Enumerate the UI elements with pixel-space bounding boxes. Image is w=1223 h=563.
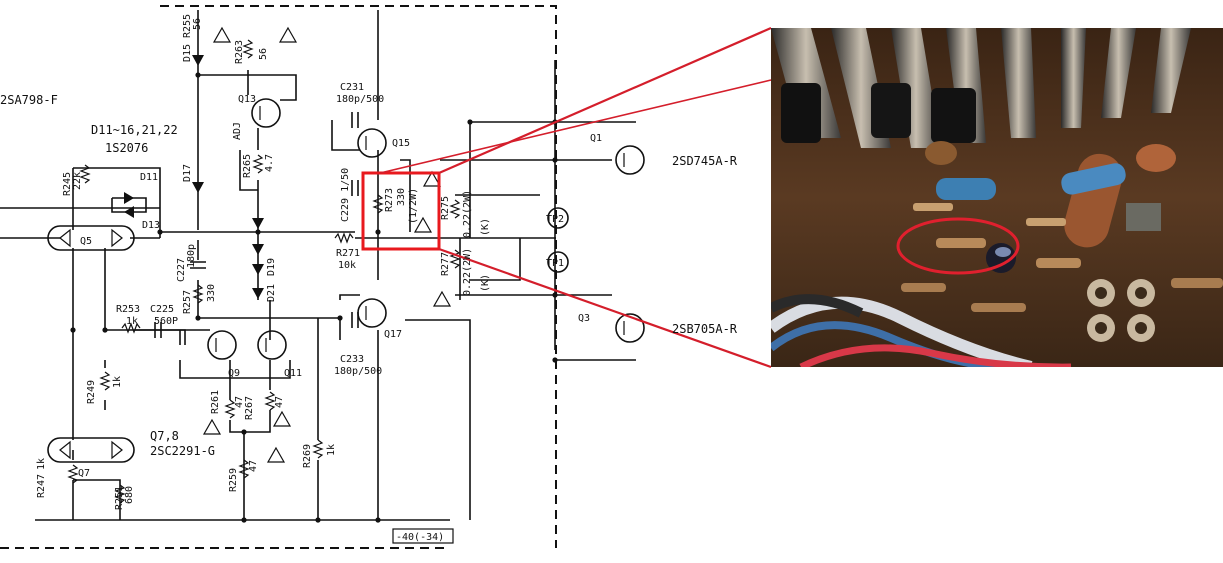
label-r259: R259 <box>228 468 239 492</box>
board-boundary <box>0 5 557 549</box>
label-r245-val: 22k <box>72 172 83 190</box>
label-q15: Q15 <box>392 138 410 149</box>
q7-symbol <box>47 437 135 463</box>
label-adj: ADJ <box>232 122 243 140</box>
label-r267-val: 47 <box>274 396 285 408</box>
label-q5: Q5 <box>80 236 92 247</box>
q5-symbol <box>47 225 135 251</box>
label-2sd745: 2SD745A-R <box>672 154 738 168</box>
label-1s2076: 1S2076 <box>105 141 148 155</box>
q3-symbol <box>615 313 645 343</box>
label-ref: -40(-34) <box>396 532 444 543</box>
warning-icons <box>202 26 452 463</box>
q1-symbol <box>615 145 645 175</box>
label-r275: R275 <box>440 196 451 220</box>
label-r257-val: 330 <box>206 284 217 302</box>
label-r255: R255 <box>182 14 193 38</box>
circuit-board-photo <box>771 28 1223 367</box>
label-r273: R273 <box>384 188 395 212</box>
label-r247: R247 <box>36 474 47 498</box>
label-c227-val: 180p <box>186 244 197 268</box>
label-c233-val: 180p/500 <box>334 366 382 377</box>
label-d19: D19 <box>266 258 277 276</box>
resistor-symbols <box>67 39 461 504</box>
label-q17: Q17 <box>384 329 402 340</box>
label-c231-val: 180p/500 <box>336 94 384 105</box>
label-r269-val: 1k <box>326 444 337 456</box>
callout-line-top <box>438 26 772 175</box>
highlight-callout <box>361 26 772 369</box>
label-r277: R277 <box>440 252 451 276</box>
label-r277-val: 0.22(2W) <box>462 248 473 296</box>
diode-symbols <box>111 55 264 299</box>
label-r271: R271 <box>336 248 360 259</box>
label-r257: R257 <box>182 290 193 314</box>
label-q13: Q13 <box>238 94 256 105</box>
label-q7: Q7 <box>78 468 90 479</box>
q15-symbol <box>357 128 387 158</box>
label-r263: R263 <box>234 40 245 64</box>
label-r249: R249 <box>86 380 97 404</box>
label-d15: D15 <box>182 44 193 62</box>
label-r259-val: 47 <box>248 460 259 472</box>
label-r269: R269 <box>302 444 313 468</box>
label-q78: Q7,8 <box>150 429 179 443</box>
label-d11-22: D11~16,21,22 <box>91 123 178 137</box>
label-r255-val: 56 <box>192 18 203 30</box>
label-r251-val: 680 <box>124 486 135 504</box>
label-d11: D11 <box>140 172 158 183</box>
junction-dots <box>70 72 558 523</box>
q9-symbol <box>207 330 237 360</box>
label-r267: R267 <box>244 396 255 420</box>
label-d21: D21 <box>266 284 277 302</box>
label-tp1: TP1 <box>546 258 564 269</box>
transistor-symbols <box>47 98 645 463</box>
label-r277-k: (K) <box>480 274 491 292</box>
callout-line-bottom <box>438 247 772 369</box>
label-r273-val: 330 <box>396 188 407 206</box>
q13-symbol <box>251 98 281 128</box>
label-c231: C231 <box>340 82 364 93</box>
label-r273-w: (1/2W) <box>408 188 419 224</box>
wiring <box>0 10 636 521</box>
label-r261: R261 <box>210 390 221 414</box>
highlight-box <box>361 171 441 251</box>
label-r253-val: 1k <box>126 316 138 327</box>
label-c227: C227 <box>176 258 187 282</box>
label-2sb705: 2SB705A-R <box>672 322 738 336</box>
label-r247-val: 1k <box>36 458 47 470</box>
label-c233: C233 <box>340 354 364 365</box>
q17-symbol <box>357 298 387 328</box>
label-r275-val: 0.22(2W) <box>462 190 473 238</box>
label-q1: Q1 <box>590 133 602 144</box>
label-r251: R251 <box>114 486 125 510</box>
label-r261-val: 47 <box>234 396 245 408</box>
q11-symbol <box>257 330 287 360</box>
highlight-ellipse <box>896 217 1020 275</box>
label-r265: R265 <box>242 154 253 178</box>
capacitor-symbols <box>154 112 359 338</box>
label-r245: R245 <box>62 172 73 196</box>
label-2sc2291: 2SC2291-G <box>150 444 215 458</box>
label-sa798: 2SA798-F <box>0 93 58 107</box>
label-c225-val: 560P <box>154 316 178 327</box>
label-r253: R253 <box>116 304 140 315</box>
label-r263-val: 56 <box>258 48 269 60</box>
callout-line-mid <box>379 79 772 174</box>
label-r275-k: (K) <box>480 218 491 236</box>
label-c225: C225 <box>150 304 174 315</box>
label-tp2: TP2 <box>546 214 564 225</box>
label-q11: Q11 <box>284 368 302 379</box>
label-r271-val: 10k <box>338 260 356 271</box>
label-r265-val: 4.7 <box>264 154 275 172</box>
label-d17: D17 <box>182 164 193 182</box>
label-c229: C229 1/50 <box>340 168 351 222</box>
label-r249-val: 1k <box>112 376 123 388</box>
test-points <box>547 207 569 273</box>
label-d13: D13 <box>142 220 160 231</box>
label-q9: Q9 <box>228 368 240 379</box>
label-q3: Q3 <box>578 313 590 324</box>
